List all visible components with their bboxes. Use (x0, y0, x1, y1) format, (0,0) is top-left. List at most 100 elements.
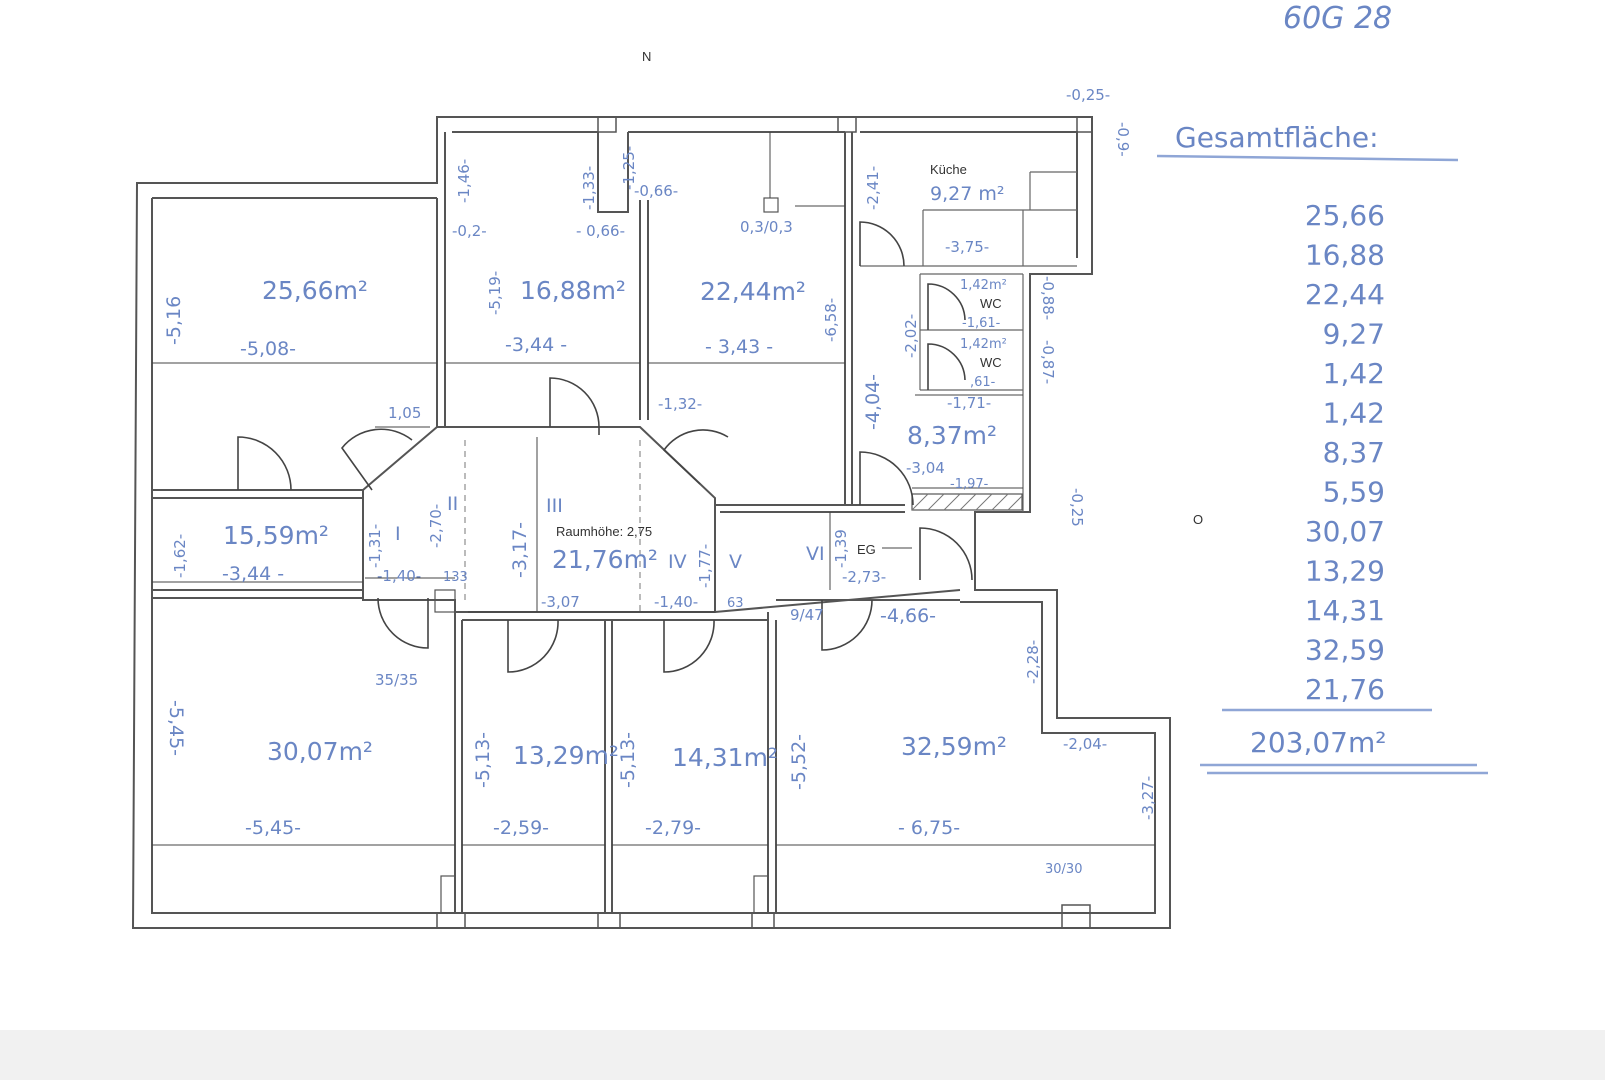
roman-numeral: II (447, 493, 458, 515)
summary-item: 8,37 (1323, 436, 1385, 469)
dimension-label: -4,04- (862, 374, 884, 430)
dimension-label: -1,25- (620, 146, 638, 190)
dimension-label: 35/35 (375, 671, 418, 689)
dimension-label: -0,25 (1068, 488, 1086, 527)
room-area: 30,07m² (267, 737, 373, 766)
summary-item: 1,42 (1323, 357, 1385, 390)
dimension-label: -3,04 (906, 459, 945, 477)
roman-numeral: I (395, 523, 401, 545)
summary-item: 5,59 (1323, 476, 1385, 509)
roman-numeral: IV (668, 551, 687, 573)
dimension-label: -3,44 - (505, 334, 567, 356)
dimension-label: -0,2- (452, 222, 487, 240)
roman-numeral: V (729, 551, 742, 573)
room-areas: 25,66m² 16,88m² 22,44m² 9,27 m² Küche 1,… (223, 162, 1007, 772)
dimension-lines (152, 132, 1155, 846)
dimension-label: ,61- (970, 375, 996, 390)
room-area: 14,31m² (672, 743, 778, 772)
roman-numerals: I II III IV V VI (395, 493, 825, 573)
dimension-label: -2,02- (902, 314, 920, 358)
room-area: 22,44m² (700, 277, 806, 306)
dimension-label: - 0,66- (576, 222, 625, 240)
room-area: 13,29m² (513, 741, 619, 770)
dimension-label: -1,77- (696, 544, 714, 588)
doors (237, 221, 973, 673)
summary-item: 1,42 (1323, 397, 1385, 430)
dimension-label: 0,3/0,3 (740, 218, 793, 236)
roman-numeral: III (546, 495, 563, 517)
room-label: Küche (930, 162, 967, 177)
summary-item: 30,07 (1305, 515, 1385, 548)
room-area: 1,42m² (960, 278, 1007, 293)
room-area: 8,37m² (907, 421, 997, 450)
room-area: 16,88m² (520, 276, 626, 305)
dimension-label: 63 (727, 596, 744, 611)
dimension-label: -3,27- (1139, 776, 1157, 820)
room-height-note: Raumhöhe: 2,75 (556, 524, 652, 539)
summary-item: 21,76 (1305, 673, 1385, 706)
summary-item: 32,59 (1305, 634, 1385, 667)
dimension-label: -2,73- (842, 568, 886, 586)
room-area: 15,59m² (223, 521, 329, 550)
eg-label: EG (857, 542, 876, 557)
dimension-label: 9/47 (790, 606, 824, 624)
dimension-label: -5,45- (165, 700, 187, 756)
summary-title: Gesamtfläche: (1175, 121, 1379, 154)
bottom-bar (0, 1030, 1605, 1080)
dimension-label: -1,40- (654, 593, 698, 611)
dimension-label: -1,32- (658, 395, 702, 413)
room-area: 9,27 m² (930, 183, 1004, 205)
summary-total: 203,07m² (1250, 726, 1386, 759)
east-label: O (1193, 512, 1203, 527)
dimension-label: -1,39 (832, 529, 850, 568)
dimension-label: -3,44 - (222, 563, 284, 585)
north-label: N (642, 49, 651, 64)
area-summary: Gesamtfläche: 25,6616,8822,449,271,421,4… (1156, 121, 1488, 775)
dimension-label: -1,97- (950, 477, 989, 492)
summary-item: 13,29 (1305, 555, 1385, 588)
pillars (434, 116, 1093, 929)
dimension-label: -5,08- (240, 338, 296, 360)
room-area: 25,66m² (262, 276, 368, 305)
dimension-label: -1,71- (947, 394, 991, 412)
dimension-label: -5,13- (472, 732, 494, 788)
dimension-label: -0,87- (1039, 340, 1057, 384)
dimension-label: -3,07 (541, 593, 580, 611)
dimension-label: -3,75- (945, 238, 989, 256)
dimension-label: -1,62- (171, 534, 189, 578)
dimension-label: -0,88- (1039, 276, 1057, 320)
summary-items: 25,6616,8822,449,271,421,428,375,5930,07… (1305, 199, 1385, 706)
dimension-label: - 6,75- (898, 817, 960, 839)
dimension-label: -1,31- (366, 524, 384, 568)
summary-item: 16,88 (1305, 239, 1385, 272)
dimension-label: -2,70- (427, 504, 445, 548)
dimension-label: -6,58- (822, 298, 840, 342)
dimension-label: -5,16 (163, 296, 185, 345)
dimension-label: -4,66- (880, 605, 936, 627)
dimension-labels: -0,25- -0,9- -1,46- -1,33- -1,25- -0,66-… (163, 86, 1157, 877)
roman-numeral: VI (806, 543, 825, 565)
dimension-label: 133 (443, 570, 468, 585)
room-area: 1,42m² (960, 337, 1007, 352)
dimension-label: -2,28- (1024, 640, 1042, 684)
dimension-label: -5,19- (486, 271, 504, 315)
dimension-label: -2,59- (493, 817, 549, 839)
dimension-label: -1,40- (377, 567, 421, 585)
dimension-label: -0,66- (634, 182, 678, 200)
room-label: WC (980, 296, 1002, 311)
dimension-label: -5,13- (617, 732, 639, 788)
reference-number: 60G 28 (1283, 1, 1392, 36)
room-area: 21,76m² (552, 545, 658, 574)
dimension-label: -5,45- (245, 817, 301, 839)
dimension-label: -3,17- (509, 522, 531, 578)
room-area: 32,59m² (901, 732, 1007, 761)
summary-item: 25,66 (1305, 199, 1385, 232)
dimension-label: -2,04- (1063, 735, 1107, 753)
room-label: WC (980, 355, 1002, 370)
dimension-label: -2,79- (645, 817, 701, 839)
dimension-label: -1,46- (455, 159, 473, 203)
summary-item: 14,31 (1305, 594, 1385, 627)
dimension-label: -0,9- (1114, 122, 1132, 157)
summary-item: 22,44 (1305, 278, 1385, 311)
